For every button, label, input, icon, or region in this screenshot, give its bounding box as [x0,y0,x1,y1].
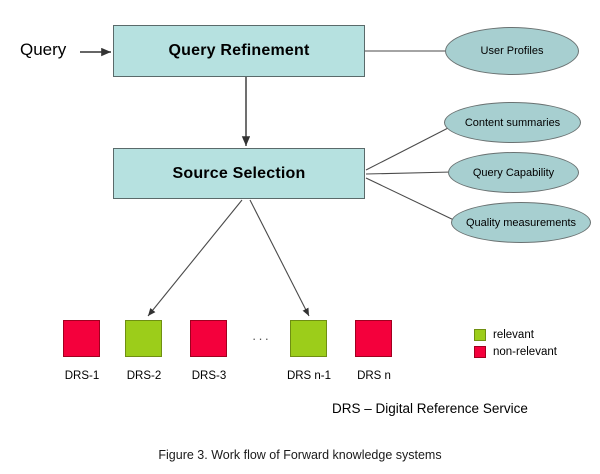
drs-ellipsis: ··· [252,331,271,346]
process-box-query-refinement-label: Query Refinement [168,42,310,59]
drs-node-drs-n-1[interactable] [290,320,327,357]
datastore-content-summaries-label: Content summaries [464,116,561,129]
datastore-quality-measurements[interactable]: Quality measurements [451,202,591,243]
legend-chip-non-relevant [474,345,486,358]
process-box-query-refinement[interactable]: Query Refinement [113,25,365,77]
legend: relevant non-relevant [474,327,557,361]
edge-source-selection-to-drs-n-1 [249,199,310,317]
figure-caption: Figure 3. Work flow of Forward knowledge… [158,448,442,462]
process-box-source-selection[interactable]: Source Selection [113,148,365,199]
drs-label-drs-n-1: DRS n-1 [286,370,332,382]
process-box-source-selection-label: Source Selection [172,164,306,182]
drs-label-drs-2: DRS-2 [126,370,162,382]
datastore-quality-measurements-label: Quality measurements [465,216,577,229]
datastore-user-profiles[interactable]: User Profiles [445,27,579,75]
drs-label-drs-1: DRS-1 [64,370,100,382]
legend-item-relevant: relevant [474,327,557,342]
legend-label-non-relevant: non-relevant [493,345,557,358]
input-label-query: Query [20,40,67,59]
legend-chip-relevant [474,328,486,341]
datastore-content-summaries[interactable]: Content summaries [444,102,581,143]
datastore-user-profiles-label: User Profiles [480,45,544,57]
drs-label-drs-n: DRS n [357,370,391,382]
edge-source-selection-to-drs-2 [147,199,243,317]
edge-source-selection-to-quality-measurements [365,177,459,223]
datastore-query-capability-label: Query Capability [472,166,555,179]
legend-item-non-relevant: non-relevant [474,344,557,359]
drs-node-drs-1[interactable] [63,320,100,357]
drs-abbreviation-note: DRS – Digital Reference Service [332,401,528,416]
drs-label-drs-3: DRS-3 [191,370,227,382]
datastore-query-capability[interactable]: Query Capability [448,152,579,193]
edge-source-selection-to-query-capability [365,171,453,175]
drs-node-drs-2[interactable] [125,320,162,357]
legend-label-relevant: relevant [493,328,534,341]
drs-node-drs-n[interactable] [355,320,392,357]
edge-source-selection-to-content-summaries [365,125,453,171]
drs-node-drs-3[interactable] [190,320,227,357]
